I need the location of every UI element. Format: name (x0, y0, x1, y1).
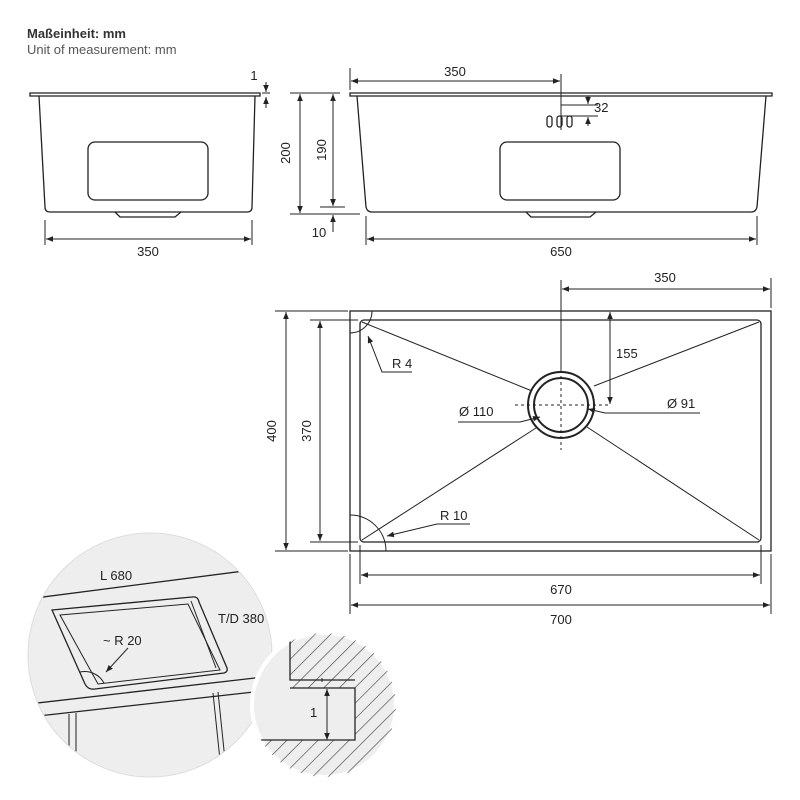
front-width-label: 650 (550, 244, 572, 259)
side-rim-thickness-label: 1 (250, 68, 257, 83)
radius-small-leader (367, 335, 412, 373)
drain-outer-diameter-label: Ø 110 (459, 404, 493, 419)
side-view-overflow-slot (87, 141, 209, 201)
cabinet-post (212, 692, 221, 761)
overflow-openings (546, 115, 573, 128)
inner-height-label: 370 (299, 420, 314, 442)
unit-label-english: Unit of measurement: mm (27, 42, 177, 57)
overflow-opening (546, 115, 553, 128)
overflow-opening (556, 115, 563, 128)
corner-radius-arc-small (349, 310, 373, 334)
top-view: R 4 R 10 Ø 110 Ø 91 350 155 400 370 670 (264, 270, 772, 627)
drain-inner-diameter-label: Ø 91 (667, 396, 695, 411)
drain-outer-circle (527, 371, 595, 439)
height-label: 200 (278, 142, 293, 164)
radius-large-leader (386, 523, 470, 538)
outer-width-label: 700 (550, 612, 572, 627)
overflow-height-label: 32 (594, 100, 608, 115)
fold-line (586, 426, 760, 541)
unit-header: Maßeinheit: mm Unit of measurement: mm (27, 26, 177, 58)
cutout-depth-label: T/D 380 (218, 611, 264, 626)
front-view: 350 32 650 (349, 64, 773, 259)
side-view-drain-bottom (114, 211, 182, 218)
countertop-front-edge (28, 673, 272, 706)
side-width-label: 350 (137, 244, 159, 259)
top-drain-from-top-label: 155 (616, 346, 638, 361)
edge-thickness-label: 1 (310, 705, 317, 720)
drain-outer-diameter-leader (458, 415, 541, 423)
corner-radius-label: ~ R 20 (103, 633, 142, 648)
corner-radius-arc (79, 671, 105, 684)
side-view-outline (29, 92, 261, 213)
height-dimensions: 200 190 10 (278, 92, 360, 240)
front-view-outline (349, 92, 773, 213)
unit-label-german: Maßeinheit: mm (27, 26, 126, 41)
cutout-length-label: L 680 (100, 568, 132, 583)
side-view: 1 350 (29, 68, 270, 259)
countertop-cutout-inner (59, 603, 221, 685)
countertop-cutout-outer (51, 596, 228, 690)
section-outline-top (289, 633, 355, 681)
radius-small-label: R 4 (392, 356, 412, 371)
overflow-opening (566, 115, 573, 128)
drain-inner-circle (533, 377, 589, 433)
corner-radius-arc-large (349, 514, 387, 552)
hatched-section (252, 633, 396, 777)
offset-label: 10 (312, 225, 326, 240)
fold-line (361, 427, 537, 541)
top-drain-from-right-label: 350 (654, 270, 676, 285)
fold-line (361, 321, 533, 392)
inner-width-label: 670 (550, 582, 572, 597)
front-view-overflow-slot (499, 141, 621, 201)
corner-radius-leader (105, 647, 129, 673)
radius-large-label: R 10 (440, 508, 467, 523)
drain-inner-diameter-leader (587, 407, 700, 414)
outer-height-label: 400 (264, 420, 279, 442)
front-drain-position-label: 350 (444, 64, 466, 79)
front-view-drain-bottom (525, 211, 597, 218)
fold-line (593, 321, 760, 387)
cabinet-post (217, 691, 226, 761)
section-outline-bottom (252, 687, 356, 741)
countertop-bottom-edge (28, 687, 272, 719)
detail-circle-edge: 1 (250, 631, 398, 779)
cutout-inner-wall (190, 600, 217, 669)
detail-circle-background (28, 533, 272, 777)
detail-circle-cutout: L 680 T/D 380 ~ R 20 (27, 532, 273, 778)
depth-label: 190 (314, 139, 329, 161)
